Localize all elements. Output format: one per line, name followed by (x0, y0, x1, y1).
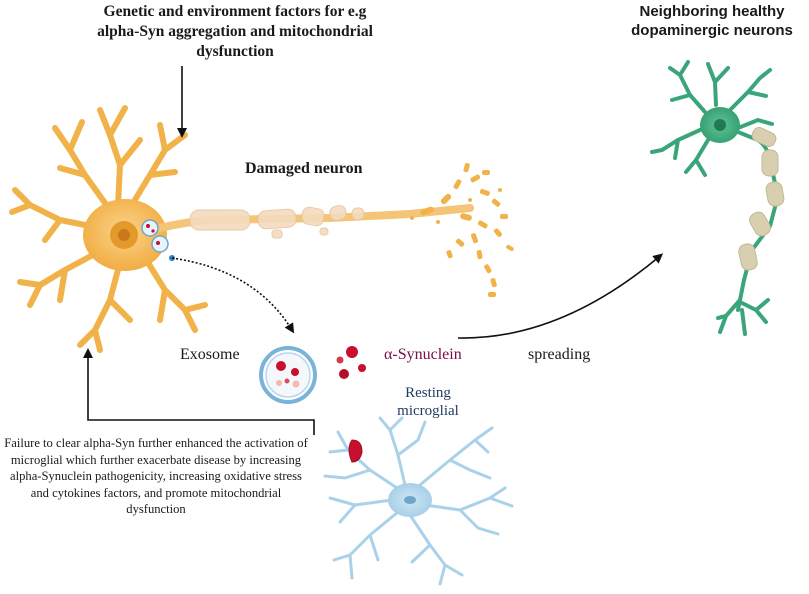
spreading-label: spreading (528, 346, 591, 363)
exosome-label: Exosome (180, 346, 240, 363)
damaged-neuron-label: Damaged neuron (245, 160, 363, 177)
healthy-neuron (650, 60, 785, 336)
alpha-synuclein-label: α-Synuclein (384, 346, 462, 363)
healthy-nucleus (714, 119, 726, 131)
healthy-dendrites (650, 60, 774, 177)
resting-microglial-label: Resting microglial (397, 385, 459, 419)
release-arrow (171, 257, 295, 334)
damaged-neuron-nucleolus (118, 229, 130, 241)
resting-microglia (323, 416, 514, 586)
damaged-neuron (9, 105, 514, 353)
healthy-terminals (716, 298, 770, 336)
fragmented-myelin (189, 205, 365, 239)
engulfed-synuclein (348, 439, 363, 463)
healthy-neurons-title: Neighboring healthy dopaminergic neurons (631, 3, 793, 39)
healthy-myelin (738, 127, 785, 271)
internal-vesicles (141, 219, 175, 261)
fragmented-terminals (410, 163, 514, 297)
feedback-arrow (83, 348, 315, 435)
microglia-processes (323, 416, 514, 586)
synuclein-particles (336, 346, 366, 379)
exosome (259, 346, 317, 404)
damaged-neuron-dendrites (9, 105, 208, 353)
microglia-nucleus (404, 496, 416, 504)
failure-description: Failure to clear alpha-Syn further enhan… (4, 436, 308, 516)
spreading-arrow (457, 253, 664, 339)
factors-label: Genetic and environment factors for e.g … (97, 3, 373, 60)
